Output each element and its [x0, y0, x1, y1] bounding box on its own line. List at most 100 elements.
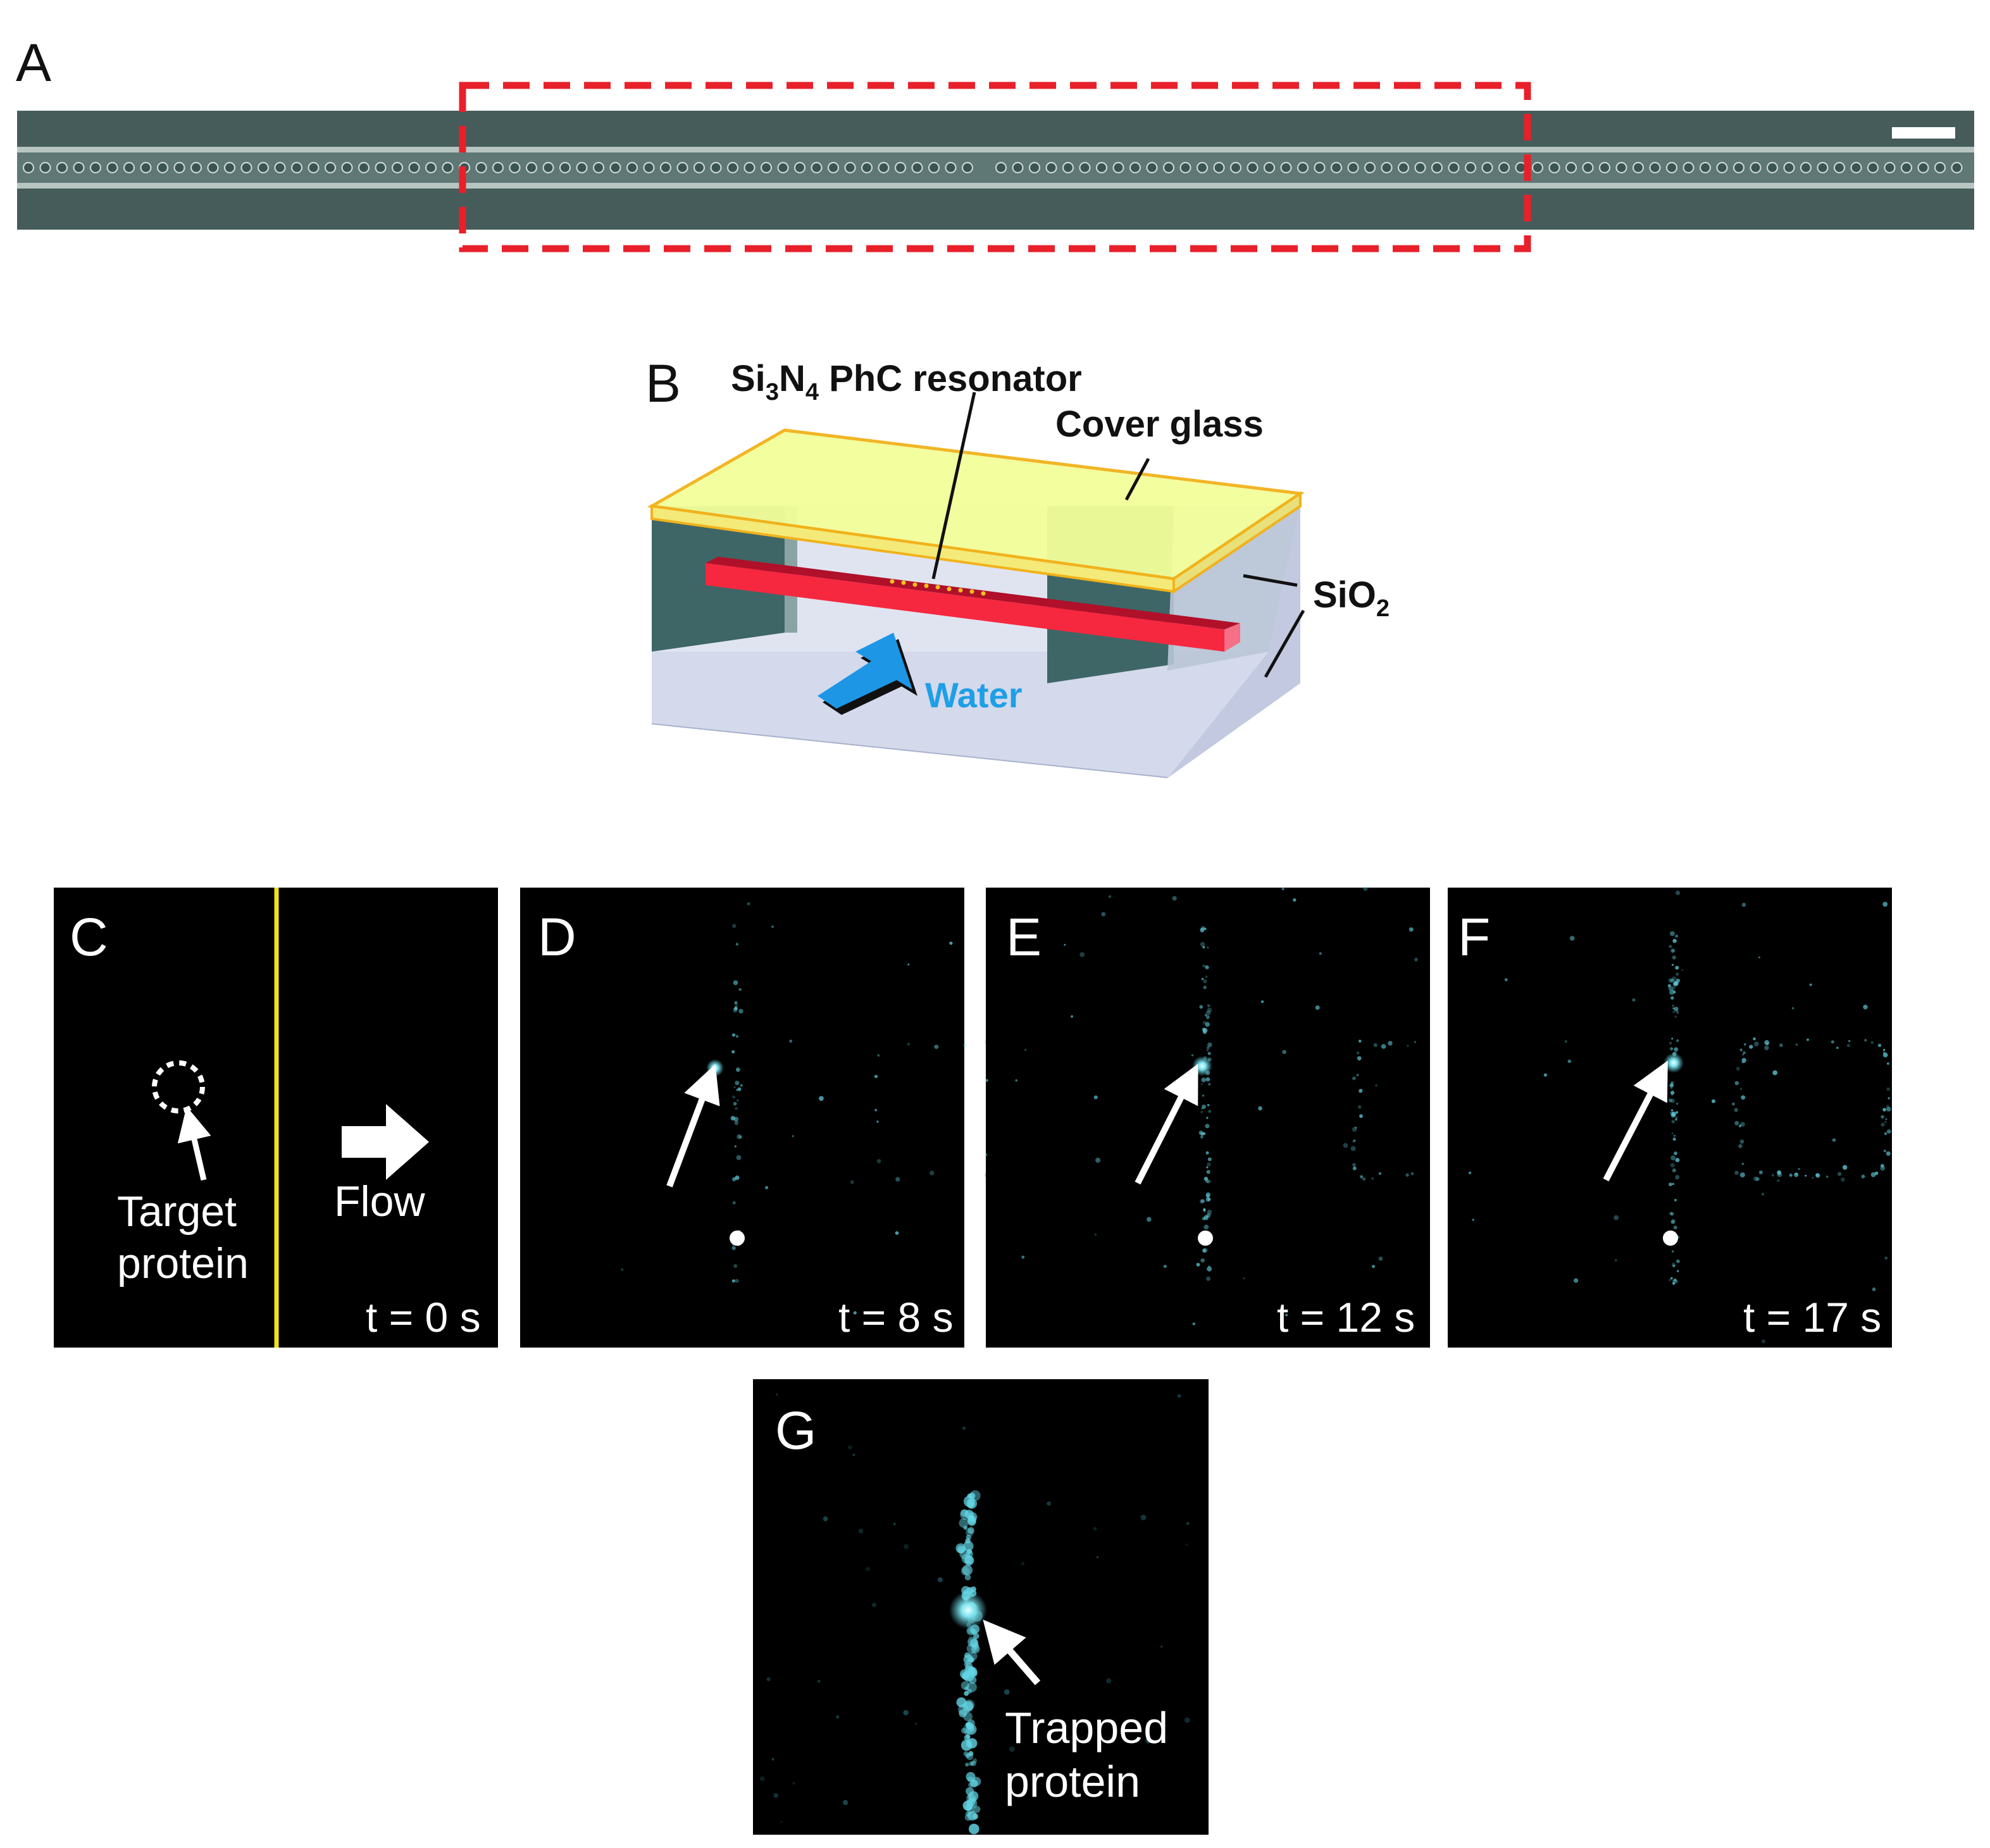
speckle-dot: [819, 1096, 824, 1101]
speckle-dot: [773, 1793, 778, 1798]
speckle-dot: [1201, 1083, 1203, 1086]
crystal-hole: [1263, 161, 1276, 174]
speckle-dot: [866, 1566, 870, 1572]
speckle-dot: [1409, 927, 1414, 932]
crystal-hole: [324, 161, 337, 174]
panel-e-label: E: [1006, 907, 1042, 967]
trail-dot: [964, 1555, 974, 1565]
crystal-hole: [1481, 161, 1493, 174]
speckle-dot: [1015, 1079, 1017, 1082]
speckle-dot: [1675, 1116, 1678, 1119]
speckle-dot: [1285, 1313, 1288, 1317]
speckle-dot: [1670, 1047, 1674, 1051]
speckle-dot: [1764, 1040, 1770, 1045]
crystal-hole: [1582, 161, 1594, 174]
speckle-dot: [792, 1135, 794, 1138]
speckle-dot: [985, 1153, 988, 1157]
speckle-dot: [895, 1177, 900, 1182]
crystal-hole: [945, 161, 957, 174]
speckle-dot: [843, 1800, 849, 1806]
speckle-dot: [1669, 989, 1674, 995]
speckle-dot: [1887, 1097, 1890, 1100]
speckle-dot: [733, 1117, 739, 1122]
speckle-dot: [1742, 1053, 1744, 1056]
speckle-dot: [1861, 1174, 1865, 1179]
speckle-dot: [893, 1523, 896, 1525]
speckle-dot: [1615, 1259, 1617, 1262]
crystal-hole: [173, 161, 185, 174]
speckle-dot: [1671, 964, 1674, 966]
speckle-dot: [1672, 1168, 1676, 1172]
speckle-dot: [1670, 1109, 1674, 1112]
speckle-dot: [1758, 1170, 1763, 1175]
speckle-dot: [1186, 1522, 1190, 1525]
speckle-dot: [915, 1722, 917, 1725]
speckle-dot: [1201, 1077, 1207, 1082]
waveguide-top-edge: [17, 147, 1974, 152]
speckle-dot: [1842, 1165, 1848, 1170]
crystal-hole: [659, 161, 672, 174]
speckle-dot: [1777, 1179, 1780, 1182]
crystal-hole: [1129, 161, 1141, 174]
speckle-dot: [1743, 1051, 1746, 1055]
speckle-dot: [1362, 1177, 1366, 1181]
speckle-dot: [1205, 1179, 1209, 1183]
crystal-hole: [1229, 161, 1242, 174]
speckle-dot: [735, 1081, 740, 1086]
speckle-dot: [1184, 1717, 1190, 1723]
trail-dot: [967, 1794, 972, 1799]
speckle-dot: [732, 1095, 735, 1099]
speckle-dot: [1357, 1051, 1360, 1055]
speckle-dot: [1145, 1737, 1152, 1744]
speckle-dot: [733, 1007, 738, 1011]
crystal-hole: [475, 161, 487, 174]
speckle-dot: [876, 1120, 879, 1123]
speckle-dot: [1885, 1118, 1887, 1120]
speckle-dot: [850, 1180, 854, 1184]
speckle-dot: [731, 1033, 735, 1037]
speckle-dot: [853, 1311, 857, 1315]
crystal-hole: [911, 161, 923, 174]
crystal-hole: [525, 161, 538, 174]
speckle-dot: [740, 1084, 743, 1087]
speckle-dot: [1884, 1132, 1887, 1136]
speckle-dot: [1739, 1172, 1745, 1178]
speckle-dot: [1881, 1122, 1885, 1127]
resonator-holes: [890, 579, 986, 596]
speckle-dot: [1207, 1051, 1211, 1055]
dashed-highlight-box: [459, 82, 1531, 252]
speckle-dot: [1205, 1077, 1210, 1082]
trail-dot: [967, 1811, 977, 1821]
speckle-dot: [1293, 898, 1297, 902]
speckle-dot: [836, 1715, 840, 1719]
speckle-dot: [1205, 1015, 1210, 1019]
speckle-dot: [1004, 1689, 1010, 1695]
speckle-dot: [1202, 1030, 1207, 1034]
speckle-dot: [1670, 978, 1674, 983]
speckle-dot: [1101, 912, 1106, 917]
speckle-dot: [852, 1453, 855, 1456]
crystal-hole: [1615, 161, 1627, 174]
speckle-dot: [789, 1039, 792, 1043]
speckle-dot: [985, 1079, 988, 1082]
crystal-hole: [1817, 161, 1829, 174]
speckle-dot: [1676, 1111, 1679, 1114]
speckle-dot: [731, 1050, 735, 1053]
speckle-dot: [1094, 1233, 1097, 1236]
panel-e-time: t = 12 s: [1277, 1294, 1415, 1341]
speckle-dot: [1177, 1394, 1181, 1398]
speckle-dot: [1884, 1120, 1887, 1124]
panel-c-label: C: [70, 907, 108, 967]
resonator-beam-end: [1224, 623, 1240, 652]
speckle-dot: [1670, 1155, 1676, 1161]
speckle-dot: [1772, 1070, 1778, 1076]
speckle-dot: [1736, 1067, 1740, 1071]
speckle-dot: [938, 1577, 943, 1582]
speckle-dot: [733, 1264, 738, 1268]
speckle-dot: [1072, 1730, 1074, 1733]
speckle-dot: [1739, 1139, 1744, 1144]
crystal-hole: [961, 161, 974, 174]
speckle-dot: [1200, 927, 1205, 933]
speckle-dot: [1199, 1005, 1203, 1009]
speckle-dot: [1836, 1046, 1839, 1050]
